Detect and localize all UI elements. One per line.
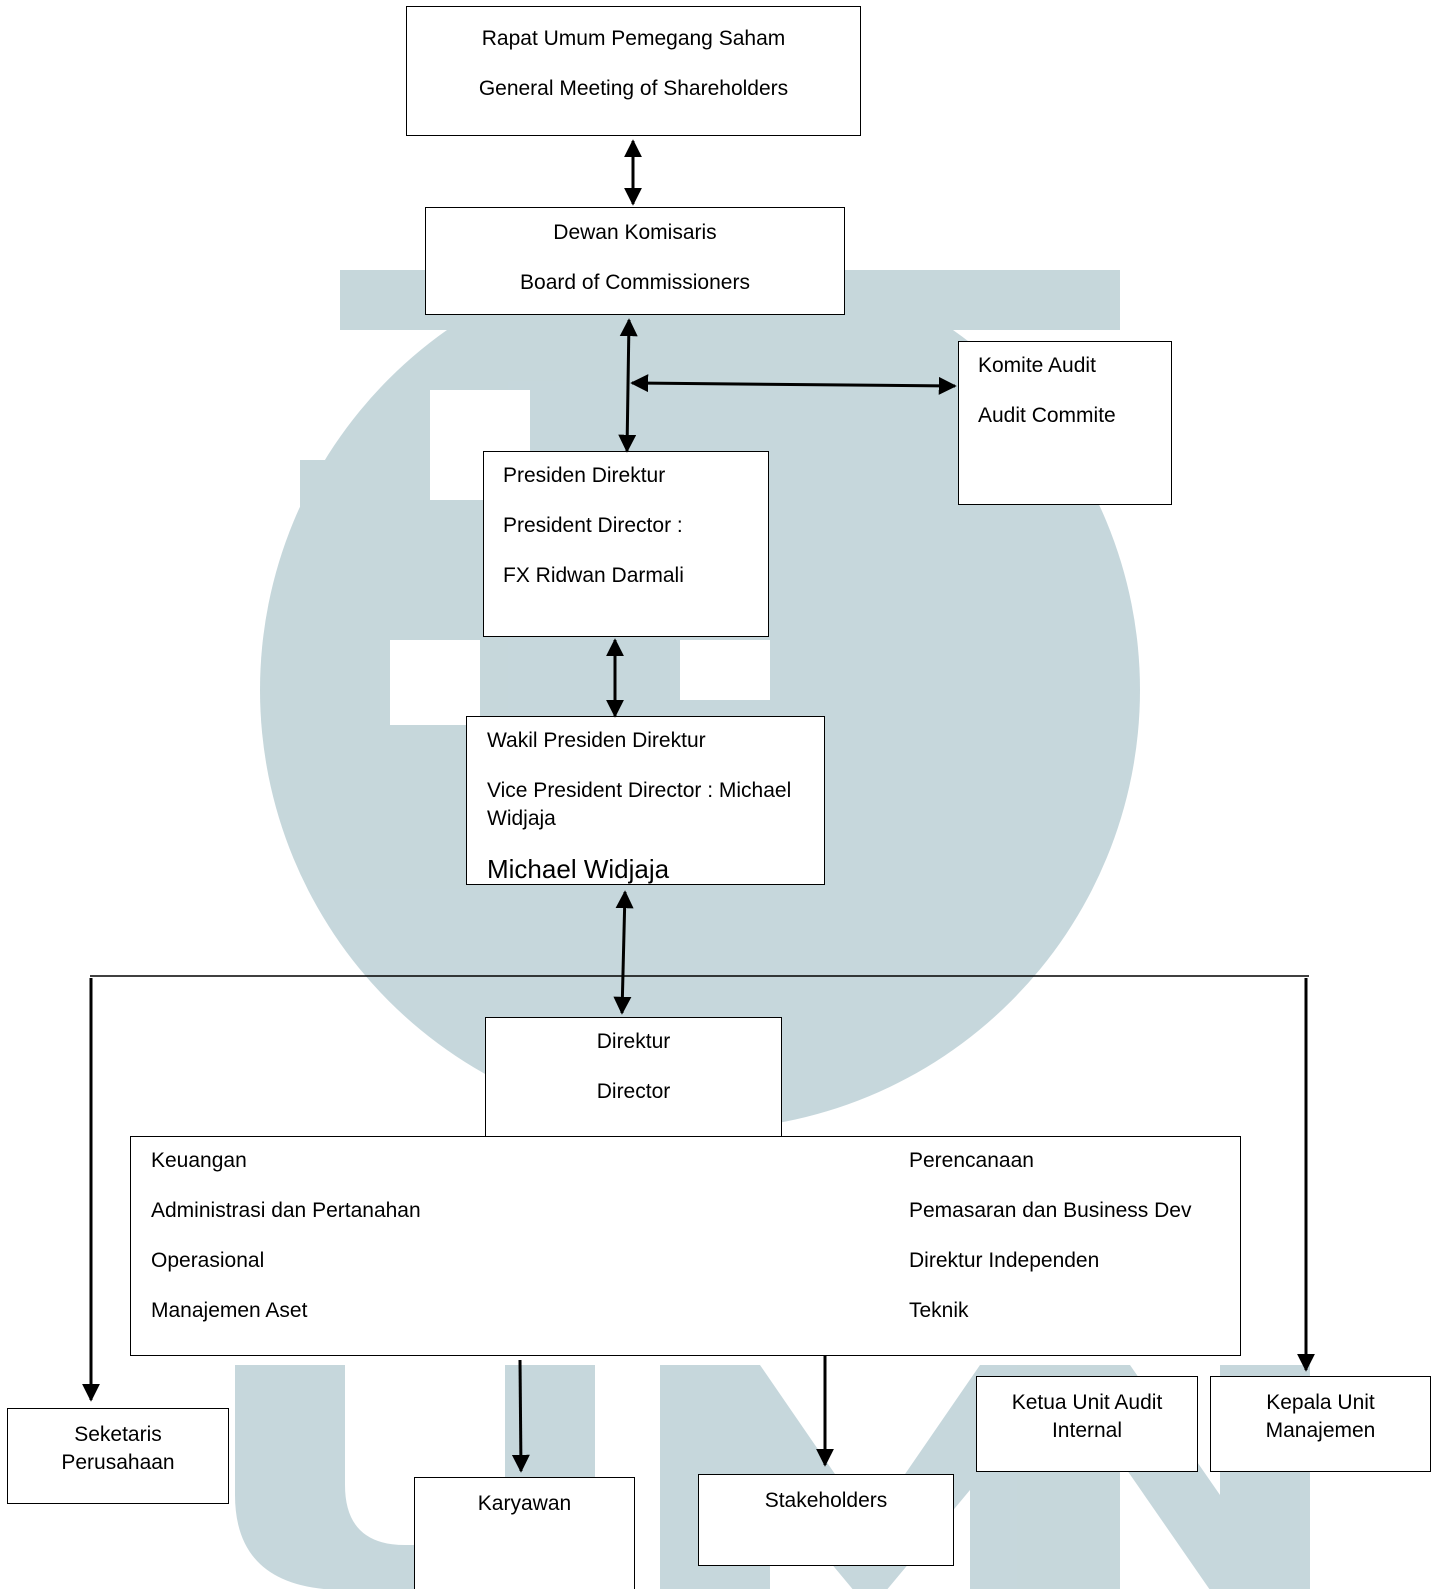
department-item: Manajemen Aset: [151, 1299, 308, 1322]
internal-audit-box: Ketua Unit Audit Internal: [976, 1376, 1198, 1472]
rups-title-id: Rapat Umum Pemegang Saham: [481, 27, 786, 50]
stakeholders-box: Stakeholders: [698, 1474, 954, 1566]
watermark-cutout: [680, 640, 770, 700]
audit-committee-box: Komite Audit Audit Commite: [958, 341, 1172, 505]
internal-audit-line-2: Internal: [1051, 1419, 1123, 1442]
director-title-id: Direktur: [596, 1030, 671, 1053]
management-unit-line-2: Manajemen: [1265, 1419, 1376, 1442]
secretary-line-1: Seketaris: [74, 1423, 162, 1446]
audit-committee-title-id: Komite Audit: [978, 354, 1096, 377]
secretary-line-2: Perusahaan: [61, 1451, 175, 1474]
commissioners-box: Dewan Komisaris Board of Commissioners: [425, 207, 845, 315]
arrow-to-employees: [511, 1359, 530, 1473]
department-item: Administrasi dan Pertanahan: [151, 1199, 421, 1222]
vice-president-title-en: Vice President Director : Michael Widjaj…: [487, 779, 792, 830]
department-item: Perencanaan: [909, 1149, 1034, 1172]
president-title-id: Presiden Direktur: [503, 464, 666, 487]
corporate-secretary-box: Seketaris Perusahaan: [7, 1408, 229, 1504]
internal-audit-line-1: Ketua Unit Audit: [1011, 1391, 1163, 1414]
vice-president-title-id: Wakil Presiden Direktur: [487, 729, 706, 752]
watermark-cutout: [390, 640, 480, 725]
commissioners-title-en: Board of Commissioners: [520, 271, 750, 294]
department-item: Teknik: [909, 1299, 969, 1322]
department-item: Direktur Independen: [909, 1249, 1100, 1272]
rups-title-en: General Meeting of Shareholders: [478, 77, 789, 100]
departments-left-column: Keuangan Administrasi dan Pertanahan Ope…: [151, 1147, 421, 1325]
department-item: Pemasaran dan Business Dev: [909, 1199, 1192, 1222]
commissioners-title-id: Dewan Komisaris: [553, 221, 717, 244]
president-title-en: President Director :: [503, 514, 683, 537]
management-unit-box: Kepala Unit Manajemen: [1210, 1376, 1431, 1472]
stakeholders-title: Stakeholders: [764, 1489, 888, 1512]
director-title-en: Director: [596, 1080, 671, 1103]
vice-president-director-box: Wakil Presiden Direktur Vice President D…: [466, 716, 825, 885]
arrow-vice-director: [613, 890, 634, 1015]
director-box: Direktur Director: [485, 1017, 782, 1139]
employees-title: Karyawan: [477, 1492, 572, 1515]
departments-box: Keuangan Administrasi dan Pertanahan Ope…: [130, 1136, 1241, 1356]
department-item: Keuangan: [151, 1149, 247, 1172]
president-name: FX Ridwan Darmali: [503, 564, 684, 587]
arrow-audit-committee: [630, 374, 957, 395]
vice-president-name: Michael Widjaja: [487, 854, 670, 884]
rups-box: Rapat Umum Pemegang Saham General Meetin…: [406, 6, 861, 136]
management-unit-line-1: Kepala Unit: [1266, 1391, 1375, 1414]
audit-committee-title-en: Audit Commite: [978, 404, 1116, 427]
departments-right-column: Perencanaan Pemasaran dan Business Dev D…: [909, 1147, 1192, 1325]
department-item: Operasional: [151, 1249, 265, 1272]
arrow-commissioners-president: [618, 318, 638, 453]
employees-box: Karyawan: [414, 1477, 635, 1589]
